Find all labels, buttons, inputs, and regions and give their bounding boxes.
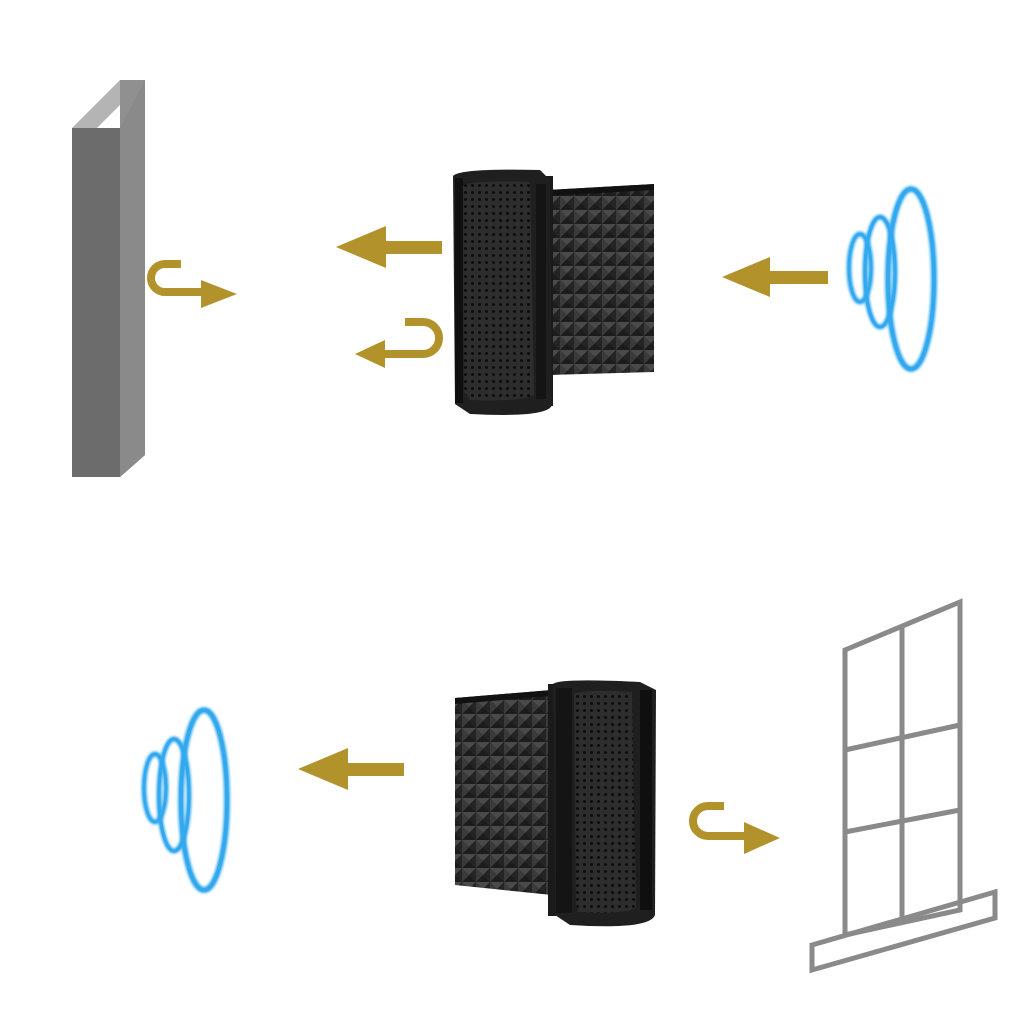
sound-wave-icon — [846, 186, 937, 372]
arrow-left-icon — [722, 257, 828, 297]
u-turn-arrow-icon — [689, 802, 780, 854]
u-turn-arrow-icon — [355, 318, 443, 368]
arrow-left-icon — [298, 748, 404, 790]
wall-icon — [72, 80, 145, 477]
isolation-shield — [453, 169, 654, 415]
u-turn-arrow-icon — [147, 260, 237, 308]
arrow-left-icon — [336, 226, 442, 268]
bottom-scene — [141, 598, 998, 974]
window-icon — [809, 598, 998, 974]
isolation-shield — [455, 680, 656, 927]
sound-wave-icon — [141, 707, 230, 893]
top-scene — [72, 80, 937, 477]
